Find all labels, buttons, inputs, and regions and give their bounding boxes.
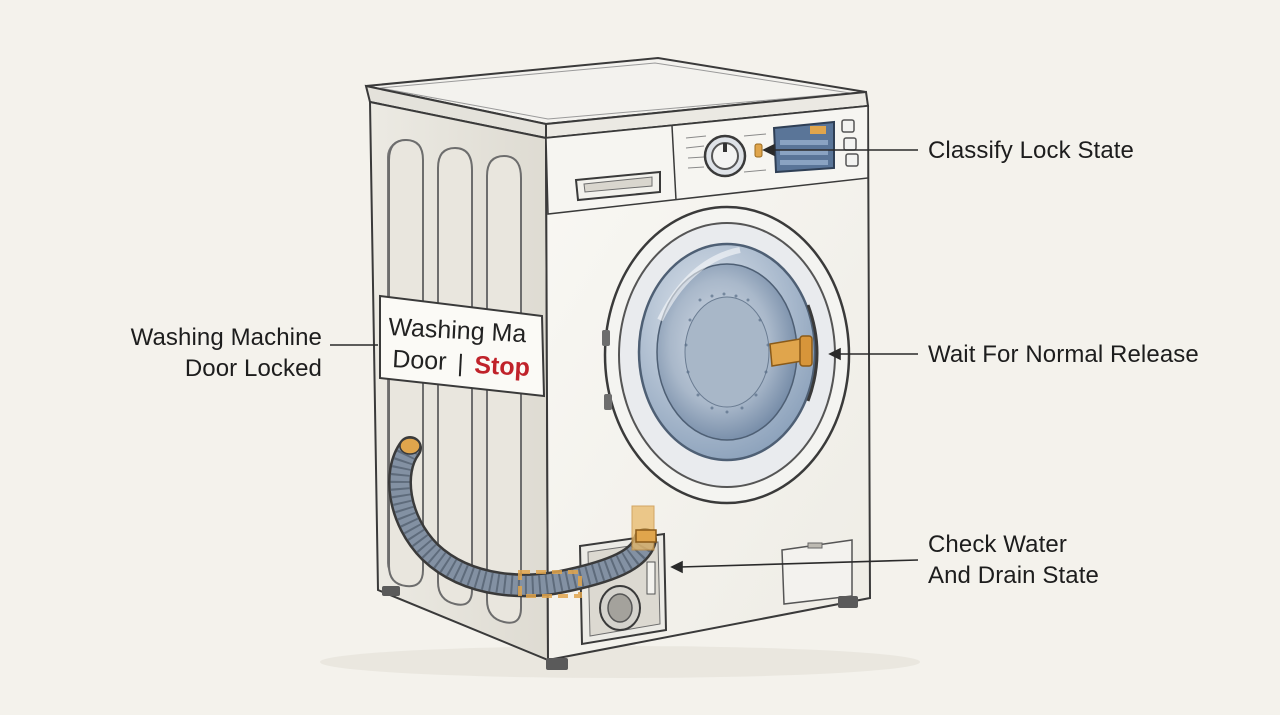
sign-separator: | [457,350,465,377]
service-panel [781,539,853,605]
door-assembly [602,205,851,505]
label-check-water-drain-state: Check Water And Drain State [928,529,1099,591]
label-wait-for-normal-release: Wait For Normal Release [928,341,1199,368]
arrowhead-classify [762,143,775,157]
arrowhead-wait [828,347,841,361]
label-check-line2: And Drain State [928,562,1099,589]
floor-shadow [320,646,920,678]
display-screen [772,120,835,174]
control-panel [685,133,767,173]
drain-hose-icon [388,436,657,598]
leader-check [679,559,919,568]
machine-feet [382,586,858,670]
label-washing-machine-door-locked: Washing Machine Door Locked [96,322,322,384]
door-lock-icon [769,335,813,367]
door-locked-stop-sign: Washing Ma Door | Stop [379,294,546,398]
sign-stop: Stop [474,351,531,382]
sign-line2-prefix: Door [392,345,448,376]
label-left-line2: Door Locked [184,355,322,382]
detergent-drawer [574,170,661,202]
leader-lines [330,143,919,574]
arrowhead-check [670,560,683,574]
panel-buttons [841,119,859,167]
machine-top [364,56,870,140]
label-check-line1: Check Water [928,531,1067,558]
label-classify-lock-state: Classify Lock State [928,137,1134,164]
label-left-line1: Washing Machine [130,324,322,351]
control-knob-icon [703,134,747,178]
door-lock-indicator-light [754,143,763,158]
